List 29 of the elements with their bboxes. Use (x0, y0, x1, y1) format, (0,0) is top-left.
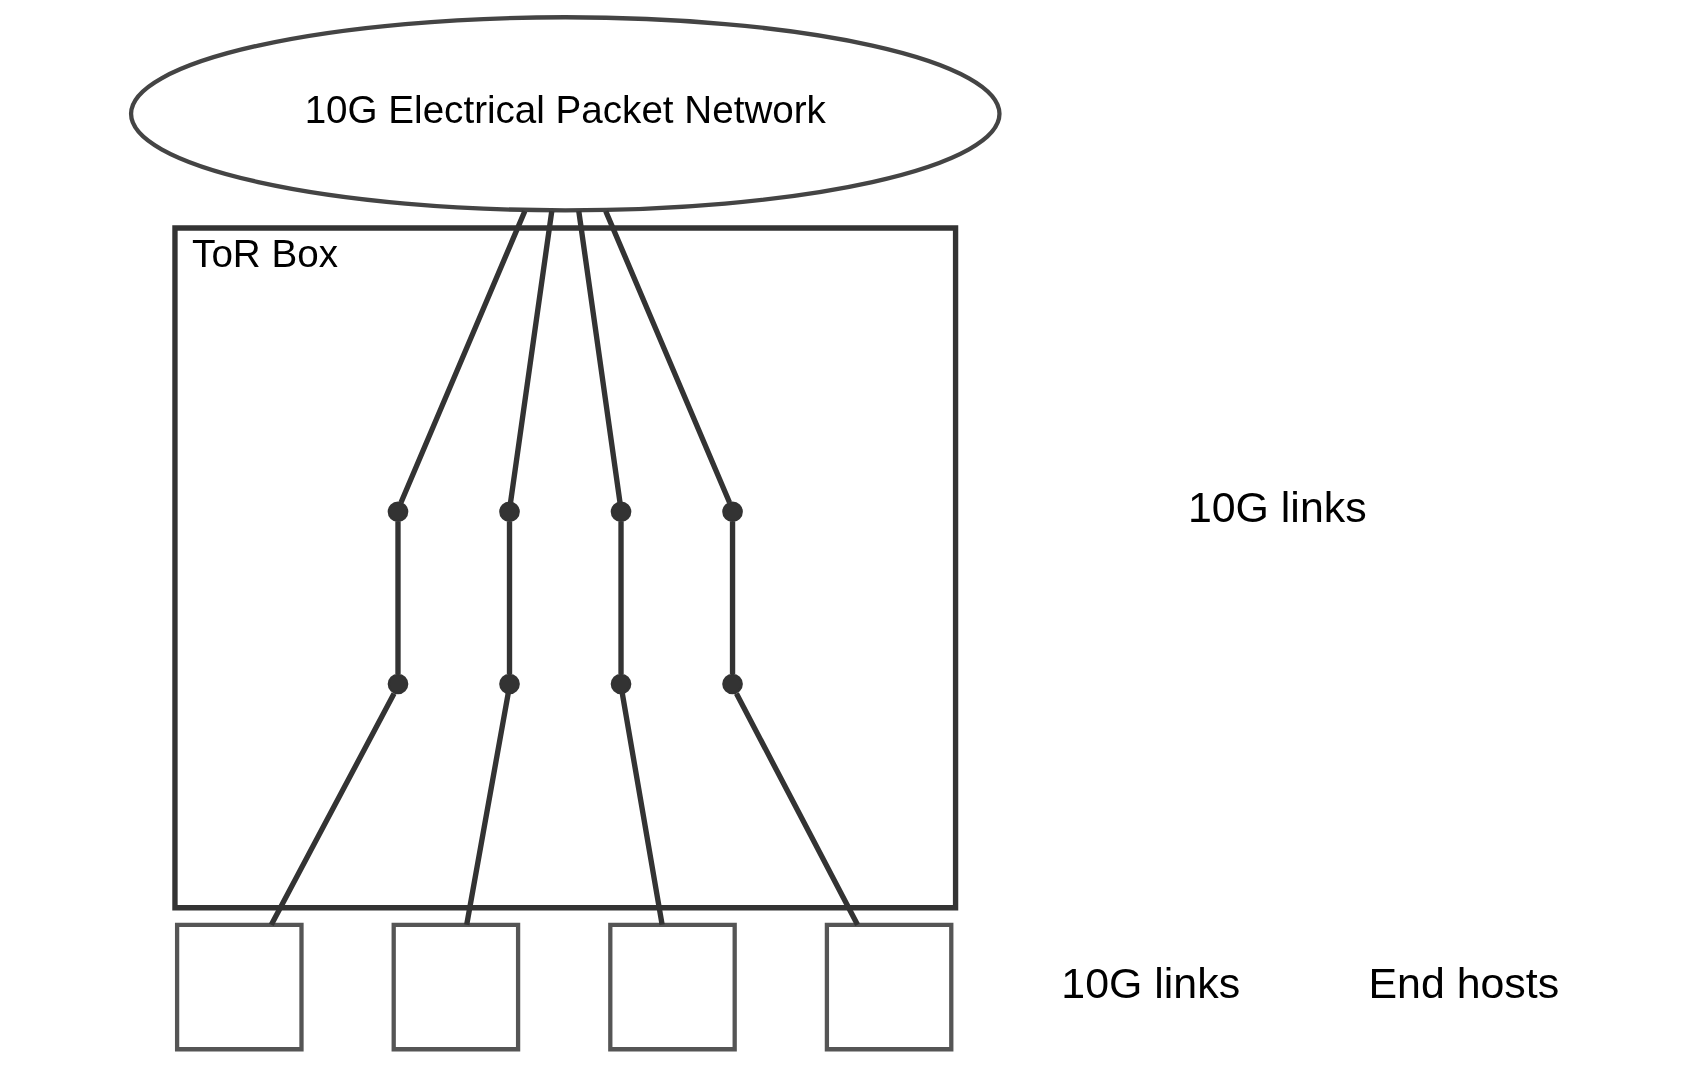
node-box (174, 922, 304, 1052)
node-circle (610, 501, 631, 523)
connector (394, 521, 401, 675)
node-circle (721, 501, 743, 523)
connector (463, 693, 511, 926)
connector (619, 693, 665, 926)
connector (729, 521, 735, 675)
connector (617, 521, 624, 675)
label: End hosts (1367, 958, 1559, 1007)
connector (602, 210, 732, 504)
node-circle (387, 673, 408, 695)
connector (506, 521, 512, 675)
connector (398, 210, 527, 504)
node-circle (721, 673, 743, 695)
label: 10G links (1187, 483, 1367, 532)
cluster: ToR Box (171, 225, 958, 911)
label: 10G links (1060, 958, 1240, 1007)
connector (268, 692, 396, 926)
node-box (607, 922, 737, 1052)
connector (575, 210, 623, 503)
node-circle (498, 673, 520, 695)
node-circle (387, 501, 408, 523)
node-circle (498, 501, 520, 523)
node-circle (610, 673, 631, 695)
node-box (824, 922, 953, 1052)
node-box (391, 922, 520, 1052)
connector (507, 210, 554, 503)
node-ellipse: 10G Electrical Packet Network (128, 15, 1002, 213)
connector (733, 692, 860, 926)
